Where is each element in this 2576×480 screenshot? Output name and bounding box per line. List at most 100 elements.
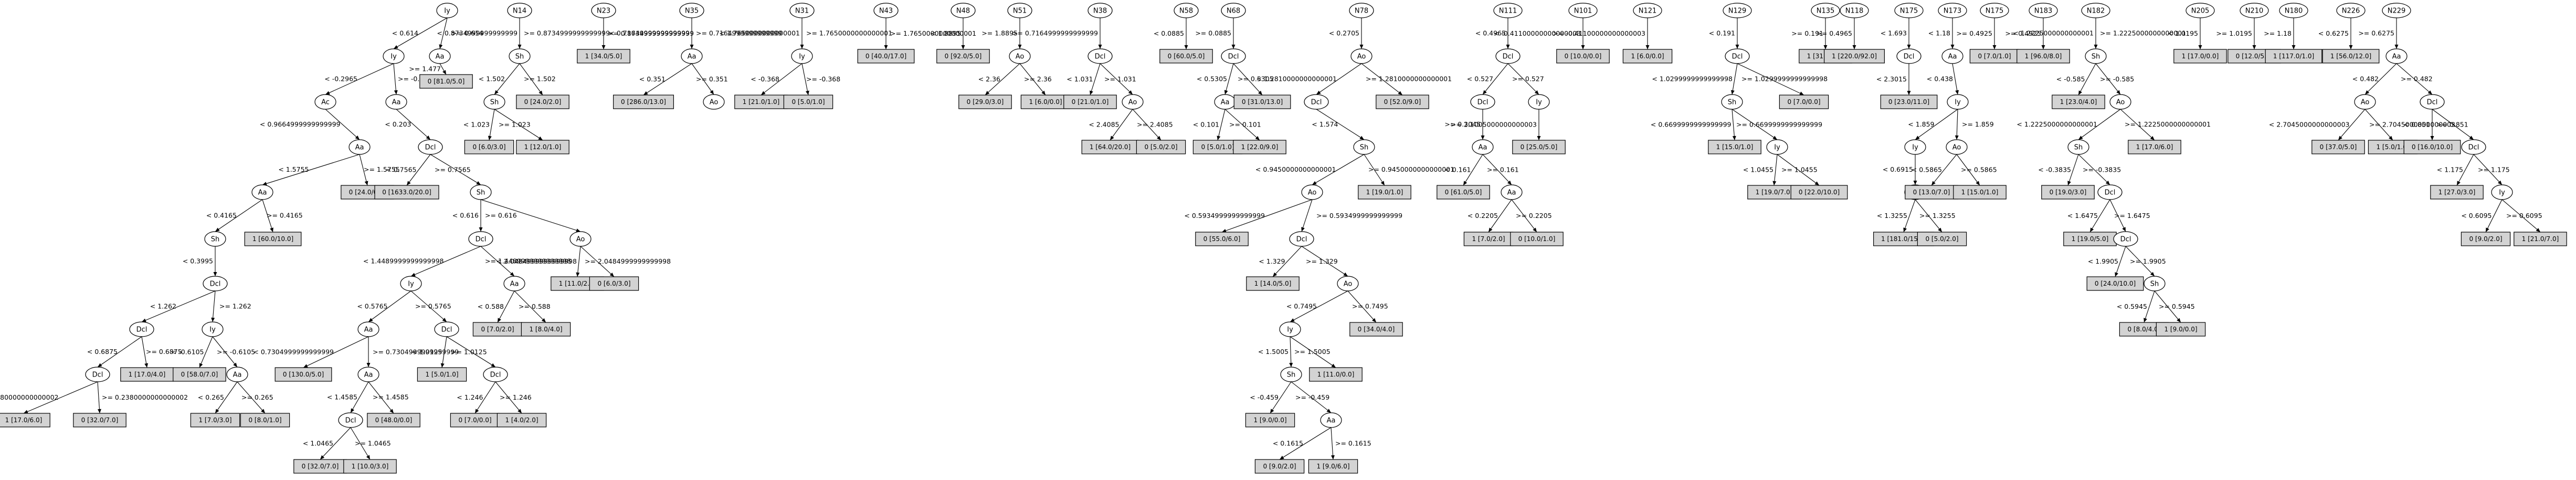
tree-edge (199, 336, 213, 368)
split-node: Aa (1472, 139, 1494, 155)
edge-label-left: < 0.191 (1709, 29, 1735, 37)
leaf-node-label: 1 [9.0/0.0] (2164, 326, 2197, 333)
split-node-label: Dcl (1311, 99, 1322, 107)
tree-edge (1019, 63, 1046, 96)
leaf-node: 1 [17.0/4.0] (120, 367, 174, 382)
tree-edge (2154, 290, 2181, 323)
tree-edge (1737, 63, 1804, 96)
leaf-node: 1 [56.0/12.0] (2322, 49, 2380, 64)
tree-edge-arrowhead (1184, 45, 1188, 49)
tree-edge-arrowhead (479, 227, 483, 232)
leaf-node-label: 0 [24.0/10.0] (2095, 280, 2136, 287)
tree-edge-arrowhead (442, 70, 446, 75)
tree-edge-arrowhead (518, 409, 522, 413)
tree-edge (1301, 246, 1348, 277)
split-node-label: Aa (258, 189, 267, 197)
leaf-node: 1 [5.0/1.0] (417, 367, 467, 382)
edge-label-right: >= 2.0484999999999998 (585, 257, 671, 265)
edge-label-left: < 0.2205 (1468, 212, 1498, 220)
leaf-node-label: 0 [7.0/0.0] (458, 416, 491, 424)
edge-label-right: >= 0.8734999999999999 (524, 29, 610, 37)
split-node: Dcl (2097, 184, 2123, 200)
split-node-label: Ac (321, 99, 330, 107)
tree-edge-arrowhead (270, 227, 273, 232)
edge-label-right: >= 1.0299999999999998 (1741, 75, 1828, 83)
tree-edge (1915, 109, 1958, 140)
leaf-node: 0 [10.0/1.0] (1510, 232, 1564, 246)
leaf-node: 1 [19.0/1.0] (1358, 185, 1411, 200)
edge-label-right: >= 1.859 (1962, 120, 1994, 128)
tree-edge (1956, 109, 1958, 140)
edge-label-left: >= 0.191 (1791, 29, 1823, 37)
split-node-label: Dcl (1503, 53, 1514, 61)
edge-label-right: >= 1.0465 (355, 440, 391, 447)
leaf-node: 1 [9.0/0.0] (2156, 322, 2206, 337)
leaf-node-label: 0 [55.0/6.0] (1203, 235, 1241, 243)
tree-edge-arrowhead (199, 363, 203, 368)
split-node-label: Aa (233, 371, 242, 379)
edge-label-right: >= -0.6105 (217, 348, 255, 356)
split-node: Sh (204, 231, 226, 247)
split-node-label: N38 (1093, 7, 1107, 15)
tree-edge-arrowhead (215, 409, 219, 413)
leaf-node-label: 0 [7.0/1.0] (1978, 53, 2011, 60)
edge-label-right: >= 2.36 (1024, 75, 1052, 83)
edge-label-left: < 0.7565 (386, 166, 416, 174)
split-node: N31 (789, 3, 815, 18)
split-node-label: Iy (1955, 99, 1961, 107)
split-node: Aa (226, 367, 248, 382)
split-node-label: Ao (1357, 53, 1366, 61)
split-node: Iy (1279, 321, 1301, 337)
split-node-label: N43 (879, 7, 893, 15)
tree-edge-arrowhead (576, 272, 580, 277)
tree-edge (1217, 109, 1226, 141)
tree-edge (2115, 246, 2126, 277)
split-node: Dcl (1304, 94, 1329, 110)
edge-label-left: < -0.2965 (324, 75, 357, 83)
tree-edge (1100, 63, 1133, 95)
edges-layer (23, 17, 2541, 460)
split-node-label: Dcl (1732, 53, 1743, 61)
edge-label-left: < 1.246 (457, 393, 483, 401)
split-node-label: Aa (1327, 417, 1336, 425)
tree-edge-arrowhead (211, 317, 215, 322)
edge-label-left: < 1.8895 (931, 29, 961, 37)
leaf-node: 0 [37.0/5.0] (2311, 140, 2365, 154)
tree-edge (480, 199, 581, 232)
leaf-node-label: 0 [7.0/2.0] (481, 326, 514, 333)
split-node: Sh (470, 184, 492, 200)
tree-edge (1777, 154, 1820, 186)
split-node: Iy (400, 276, 422, 291)
edge-label-left: < 0.7164999999999999 (609, 29, 690, 37)
edge-label-left: < 1.502 (479, 75, 505, 83)
tree-edge-arrowhead (2365, 90, 2370, 95)
tree-edge-arrowhead (439, 44, 443, 49)
split-node-label: Ao (1016, 53, 1025, 61)
leaf-node: 1 [4.0/2.0] (497, 413, 547, 427)
tree-edge-arrowhead (1217, 135, 1221, 140)
leaf-node-label: 0 [19.0/3.0] (2050, 189, 2087, 196)
edge-label-right: >= 0.5934999999999999 (1316, 212, 1402, 220)
tree-edge-arrowhead (1852, 45, 1856, 49)
edge-label-right: >= 0.851 (2436, 121, 2468, 129)
leaf-node-label: 0 [7.0/0.0] (1787, 98, 1820, 106)
tree-edge (1773, 154, 1778, 186)
tree-edge-arrowhead (1343, 272, 1348, 276)
leaf-node-label: 1 [12.0/1.0] (524, 143, 562, 151)
leaf-node-label: 0 [31.0/13.0] (1242, 98, 1283, 106)
leaf-node: 1 [6.0/0.0] (1622, 49, 1673, 64)
tree-edge-arrowhead (2094, 45, 2098, 49)
tree-edge-arrowhead (261, 409, 265, 413)
tree-edge (580, 246, 615, 277)
tree-edge (494, 63, 520, 95)
leaf-node: 0 [55.0/6.0] (1195, 232, 1249, 246)
tree-edge (1224, 109, 1260, 141)
split-node-label: Dcl (1477, 99, 1488, 107)
leaf-node-label: 0 [16.0/10.0] (2412, 143, 2453, 151)
leaf-node: 0 [48.0/0.0] (367, 413, 420, 427)
split-node-label: Aa (1948, 53, 1957, 61)
split-node-label: N68 (1227, 7, 1240, 15)
tree-edge (1931, 154, 1957, 186)
tree-edge (1316, 63, 1362, 95)
leaf-node: 1 [8.0/4.0] (521, 322, 571, 337)
